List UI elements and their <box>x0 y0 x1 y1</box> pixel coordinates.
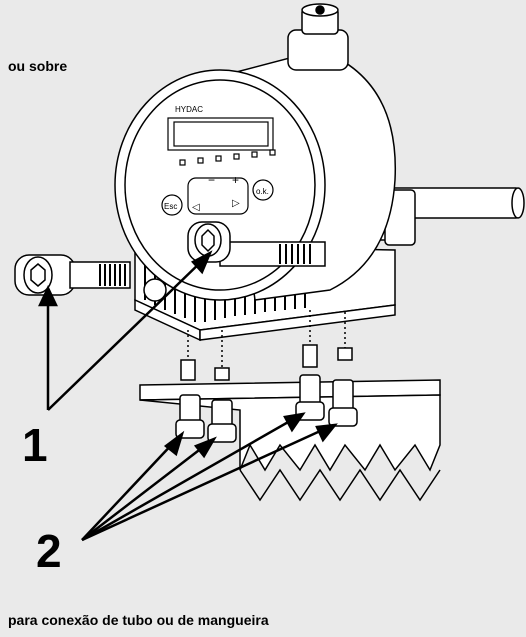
callout-label-2: 2 <box>36 525 62 577</box>
plate-screws <box>175 374 358 443</box>
svg-text:◁: ◁ <box>192 202 200 213</box>
svg-text:o.k.: o.k. <box>256 187 269 196</box>
mounting-plate <box>139 379 441 502</box>
nav-pad <box>187 177 249 215</box>
ok-key <box>252 179 274 201</box>
callout-arrows <box>38 250 338 542</box>
top-connector <box>287 3 349 71</box>
svg-text:▷: ▷ <box>232 198 240 209</box>
caption-bottom: para conexão de tubo ou de mangueira <box>8 612 269 628</box>
display-face: HYDAC Esc o.k. + − ◁ ▷ <box>161 105 276 216</box>
svg-text:−: − <box>208 173 215 187</box>
mounting-bolt-left <box>14 254 131 296</box>
callout-label-1: 1 <box>22 419 48 471</box>
bottom-studs <box>180 310 353 381</box>
esc-key <box>161 194 183 216</box>
caption-top: ou sobre <box>8 58 68 74</box>
mounting-bolt-center <box>187 221 326 267</box>
brand-logo: HYDAC <box>175 105 203 114</box>
svg-text:Esc: Esc <box>164 202 177 211</box>
svg-text:+: + <box>232 173 239 187</box>
